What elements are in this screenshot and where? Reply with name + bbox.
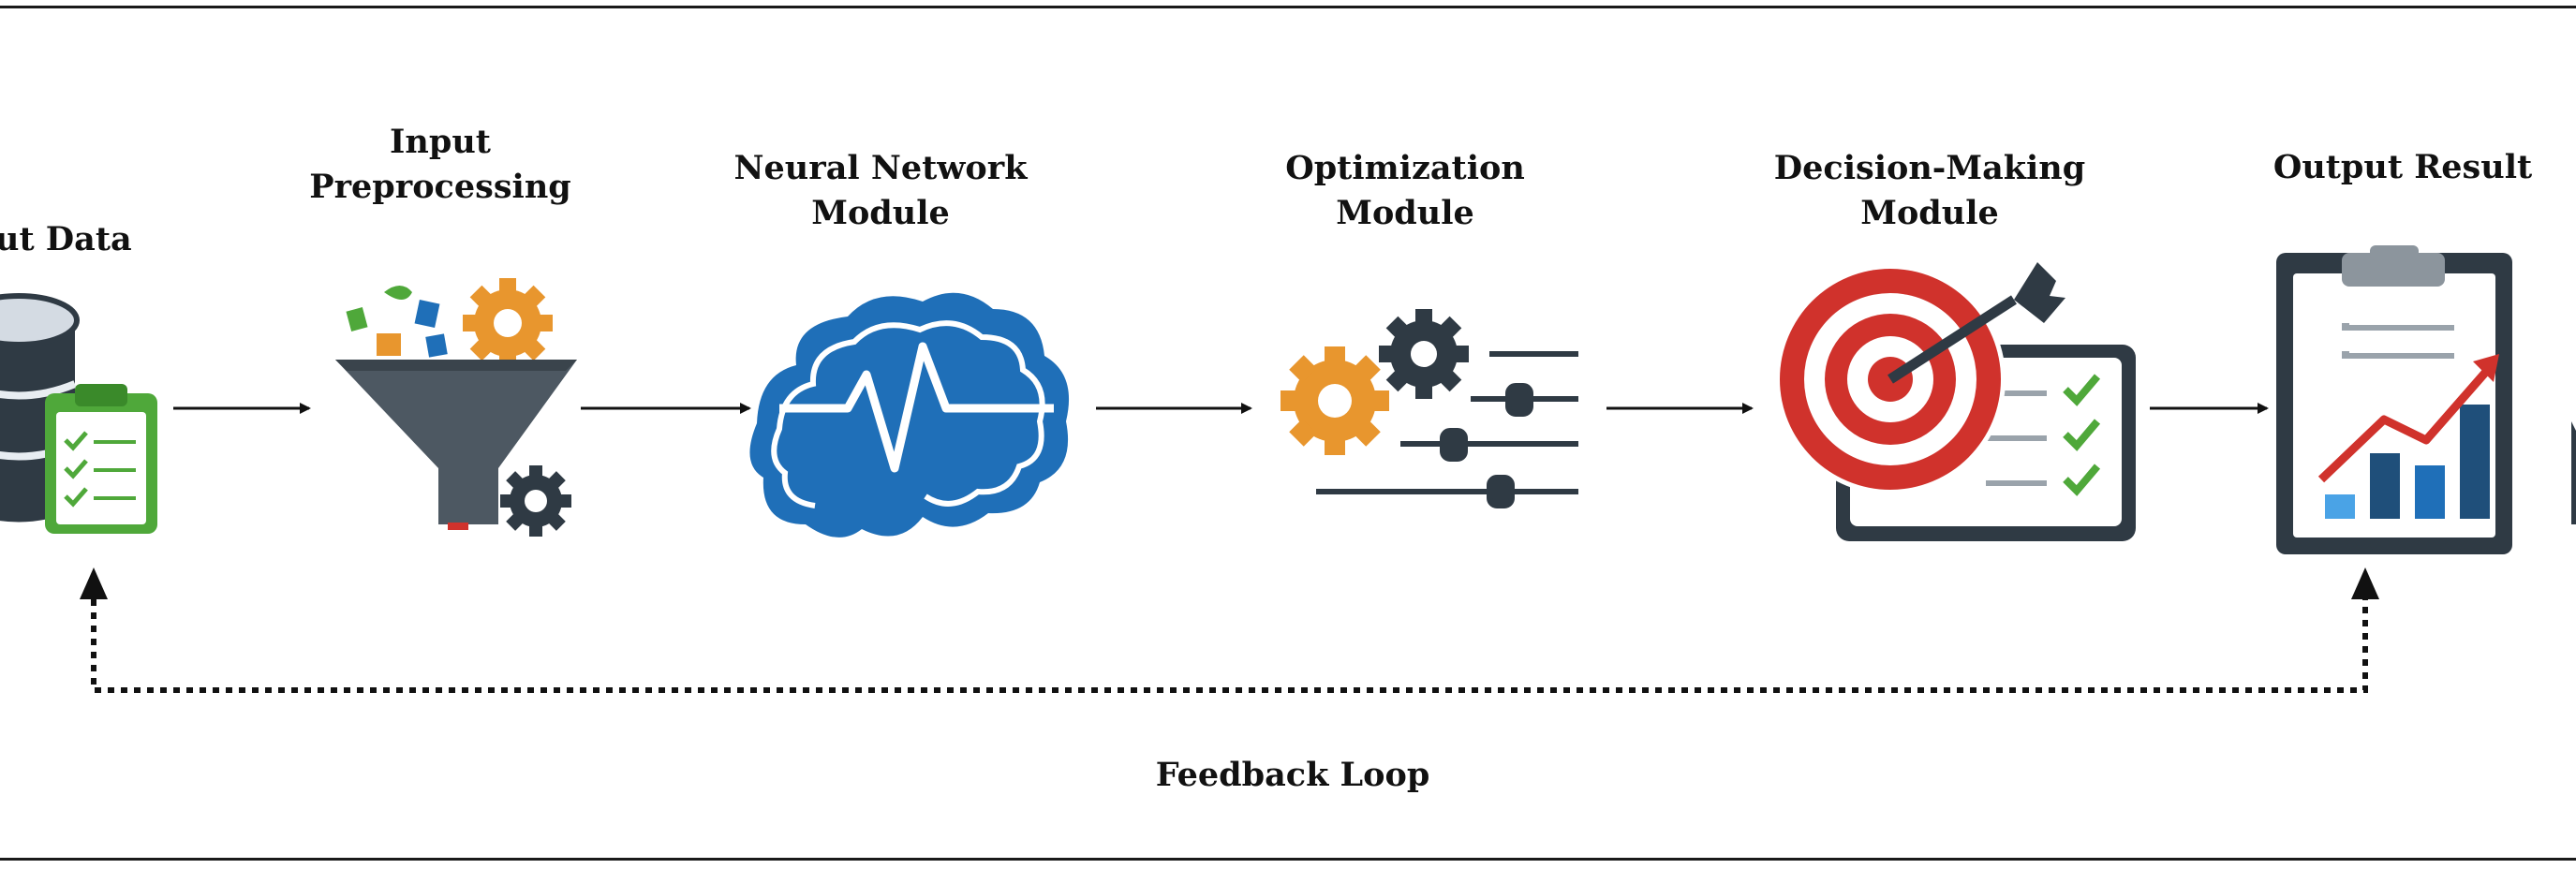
brain-cloud-icon: [749, 292, 1070, 538]
optimization-gear-icon: [1281, 346, 1389, 455]
label-input-preprocessing: Input Preprocessing: [309, 123, 571, 206]
gear-small-icon: [500, 465, 571, 537]
label-neural-network: Neural Network Module: [733, 149, 1028, 232]
label-decision-making: Decision-Making Module: [1773, 149, 2086, 232]
feedback-loop-label: Feedback Loop: [1155, 756, 1430, 794]
feedback-arrowhead-right: [2351, 567, 2379, 599]
data-shapes-icon: [346, 286, 448, 358]
bottom-rule: [0, 858, 2576, 861]
label-optimization: Optimization Module: [1285, 149, 1525, 232]
label-output-result: Output Result: [2273, 148, 2533, 186]
top-rule: [0, 6, 2576, 8]
sliders-icon: [1316, 351, 1578, 508]
funnel-icon: [335, 360, 577, 530]
output-bar-chart-icon: [2317, 354, 2499, 519]
gear-icon: [463, 278, 553, 368]
arrow-dart-icon: [1888, 262, 2065, 384]
feedback-loop-path: [91, 599, 2368, 693]
optimization-gear-dark-icon: [1379, 309, 1469, 399]
clipboard-checklist-icon: [45, 384, 157, 534]
label-input-data: ut Data: [0, 220, 132, 258]
feedback-arrowhead-left: [80, 567, 108, 599]
